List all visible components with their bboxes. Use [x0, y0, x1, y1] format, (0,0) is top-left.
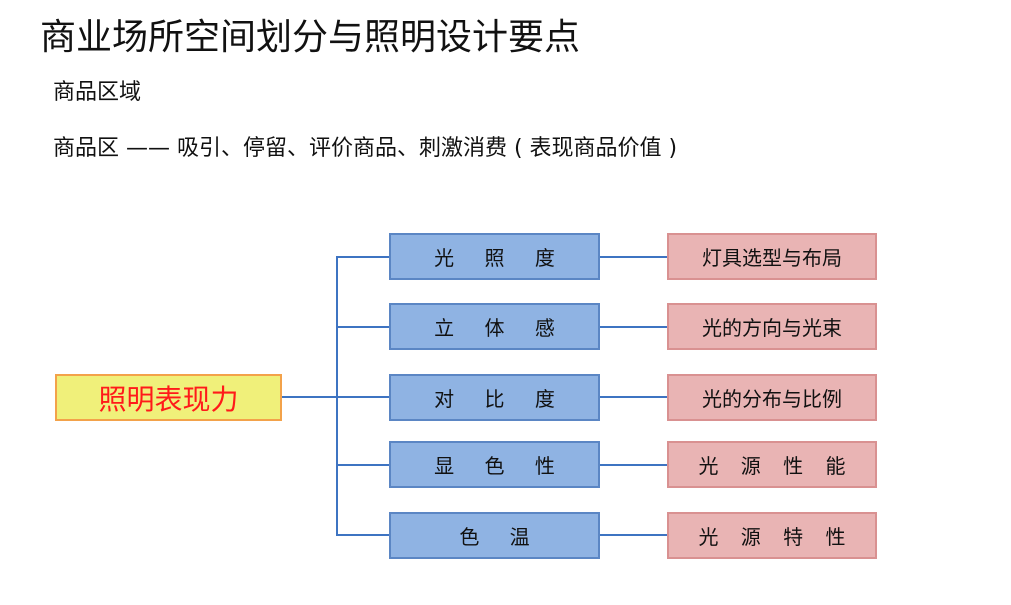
- page-title: 商业场所空间划分与照明设计要点: [40, 17, 581, 58]
- middle-node-color-rendering: 显 色 性: [389, 441, 600, 488]
- right-connector-4: [600, 464, 667, 466]
- branch-connector-2: [336, 326, 389, 328]
- branch-connector-5: [336, 534, 389, 536]
- middle-node-contrast: 对 比 度: [389, 374, 600, 421]
- branch-connector-3: [336, 396, 389, 398]
- right-connector-5: [600, 534, 667, 536]
- branch-connector-4: [336, 464, 389, 466]
- right-connector-1: [600, 256, 667, 258]
- right-node-light-direction-beam: 光的方向与光束: [667, 303, 877, 350]
- root-connector: [282, 396, 338, 398]
- right-node-fixture-selection-layout: 灯具选型与布局: [667, 233, 877, 280]
- right-node-light-distribution-ratio: 光的分布与比例: [667, 374, 877, 421]
- right-connector-2: [600, 326, 667, 328]
- root-node-lighting-expression: 照明表现力: [55, 374, 282, 421]
- section-description: 商品区 —— 吸引、停留、评价商品、刺激消费 ( 表现商品价值 ): [53, 136, 678, 161]
- branch-connector-1: [336, 256, 389, 258]
- right-connector-3: [600, 396, 667, 398]
- section-subtitle: 商品区域: [53, 80, 142, 105]
- middle-node-color-temperature: 色 温: [389, 512, 600, 559]
- middle-node-illuminance: 光 照 度: [389, 233, 600, 280]
- middle-node-three-dimensionality: 立 体 感: [389, 303, 600, 350]
- right-node-light-source-characteristics: 光 源 特 性: [667, 512, 877, 559]
- right-node-light-source-performance: 光 源 性 能: [667, 441, 877, 488]
